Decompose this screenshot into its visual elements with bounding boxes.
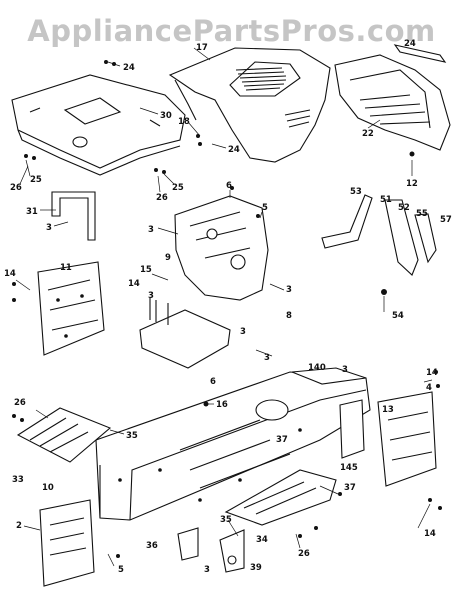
callout-3: 3 (264, 353, 270, 363)
callout-14: 14 (4, 269, 16, 279)
callout-145: 145 (340, 463, 358, 473)
main-frame (95, 367, 371, 521)
callout-22: 22 (362, 129, 374, 139)
callout-37: 37 (276, 435, 288, 445)
callout-3: 3 (286, 285, 292, 295)
callout-24: 24 (228, 145, 240, 155)
callout-51: 51 (380, 195, 392, 205)
callout-5: 5 (262, 203, 268, 213)
callout-4: 4 (426, 383, 432, 393)
callout-37: 37 (344, 483, 356, 493)
callout-26: 26 (14, 398, 26, 408)
callout-3: 3 (148, 291, 154, 301)
callout-39: 39 (250, 563, 262, 573)
callout-54: 54 (392, 311, 404, 321)
callout-26: 26 (156, 193, 168, 203)
callout-18: 18 (178, 117, 190, 127)
front-panel (39, 499, 95, 587)
callout-6: 6 (210, 377, 216, 387)
callouts: 24 30 17 18 24 24 25 26 25 26 22 12 31 3… (4, 39, 452, 575)
callout-17: 17 (196, 43, 208, 53)
callout-33: 33 (12, 475, 24, 485)
callout-8: 8 (286, 311, 292, 321)
callout-6: 6 (226, 181, 232, 191)
leader-lines (15, 47, 433, 567)
callout-10: 10 (42, 483, 54, 493)
hood (168, 47, 331, 163)
dash-bracket (51, 191, 96, 241)
hardware (12, 60, 442, 558)
seat-bracket-right (321, 194, 437, 276)
grille (334, 44, 451, 151)
callout-24: 24 (404, 39, 416, 49)
callout-3: 3 (148, 225, 154, 235)
callout-34: 34 (256, 535, 268, 545)
callout-25: 25 (30, 175, 42, 185)
callout-15: 15 (140, 265, 152, 275)
callout-3: 3 (46, 223, 52, 233)
right-footrest (224, 469, 337, 526)
callout-24: 24 (123, 63, 135, 73)
callout-9: 9 (165, 253, 171, 263)
steering-support (174, 195, 269, 301)
left-side-panel (37, 261, 105, 356)
callout-35: 35 (126, 431, 138, 441)
callout-30: 30 (160, 111, 172, 121)
callout-12: 12 (406, 179, 418, 189)
callout-53: 53 (350, 187, 362, 197)
callout-55: 55 (416, 209, 428, 219)
callout-3: 3 (240, 327, 246, 337)
callout-26: 26 (10, 183, 22, 193)
callout-26: 26 (298, 549, 310, 559)
callout-31: 31 (26, 207, 38, 217)
callout-14: 14 (128, 279, 140, 289)
callout-52: 52 (398, 203, 410, 213)
callout-14: 14 (424, 529, 436, 539)
callout-14: 14 (426, 368, 438, 378)
callout-2: 2 (16, 521, 22, 531)
callout-3: 3 (342, 365, 348, 375)
right-side-panel (377, 391, 437, 487)
callout-3: 3 (204, 565, 210, 575)
dash-panel (11, 74, 186, 176)
callout-5: 5 (118, 565, 124, 575)
callout-57: 57 (440, 215, 452, 225)
floor-plate (139, 298, 231, 369)
callout-35: 35 (220, 515, 232, 525)
callout-13: 13 (382, 405, 394, 415)
callout-16: 16 (216, 400, 228, 410)
callout-25: 25 (172, 183, 184, 193)
callout-11: 11 (60, 263, 72, 273)
bottom-brackets (177, 527, 245, 573)
callout-36: 36 (146, 541, 158, 551)
callout-140: 140 (308, 363, 326, 373)
